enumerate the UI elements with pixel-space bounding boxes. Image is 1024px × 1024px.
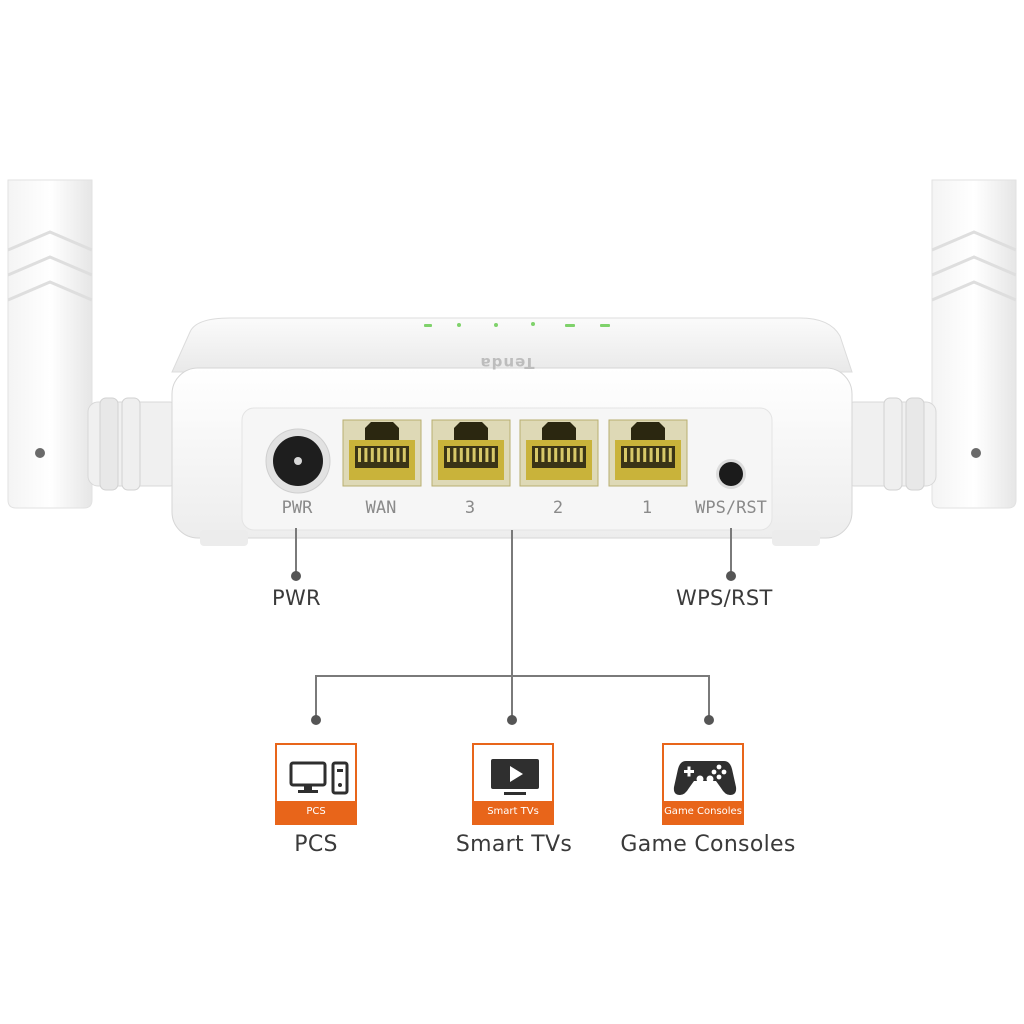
- smart-tvs-tile: Smart TVs: [472, 743, 554, 825]
- brand-mark: Tenda: [479, 354, 535, 372]
- device-label-smart-tvs: Smart TVs: [455, 832, 573, 857]
- port-label-pwr: PWR: [281, 498, 313, 518]
- power-jack: [265, 428, 331, 494]
- device-label-game-consoles: Game Consoles: [620, 832, 796, 857]
- game-consoles-tile: Game Consoles: [662, 743, 744, 825]
- pcs-tile: PCS: [275, 743, 357, 825]
- callout-pwr: PWR: [272, 586, 321, 610]
- wps-button: [716, 459, 746, 489]
- callout-dots: [291, 571, 736, 725]
- lan-port-1: [608, 419, 688, 487]
- ethernet-ports: [342, 419, 688, 487]
- port-label-wan: WAN: [365, 498, 397, 518]
- wan-port: [342, 419, 422, 487]
- port-label-2: 2: [552, 498, 564, 518]
- callout-lines: [295, 528, 732, 718]
- lan-port-3: [431, 419, 511, 487]
- right-antenna: [843, 179, 1017, 509]
- device-label-pcs: PCS: [294, 832, 338, 857]
- port-label-3: 3: [464, 498, 476, 518]
- pc-icon: [289, 761, 349, 795]
- port-label-1: 1: [641, 498, 653, 518]
- game-consoles-badge: Game Consoles: [664, 801, 742, 823]
- lan-port-2: [519, 419, 599, 487]
- tv-icon: [491, 759, 539, 795]
- pcs-badge: PCS: [277, 801, 355, 823]
- gamepad-icon: [673, 761, 737, 795]
- left-antenna: [7, 179, 181, 509]
- smart-tvs-badge: Smart TVs: [474, 801, 552, 823]
- callout-wps-rst: WPS/RST: [676, 586, 773, 610]
- port-label-wps: WPS/RST: [695, 498, 767, 518]
